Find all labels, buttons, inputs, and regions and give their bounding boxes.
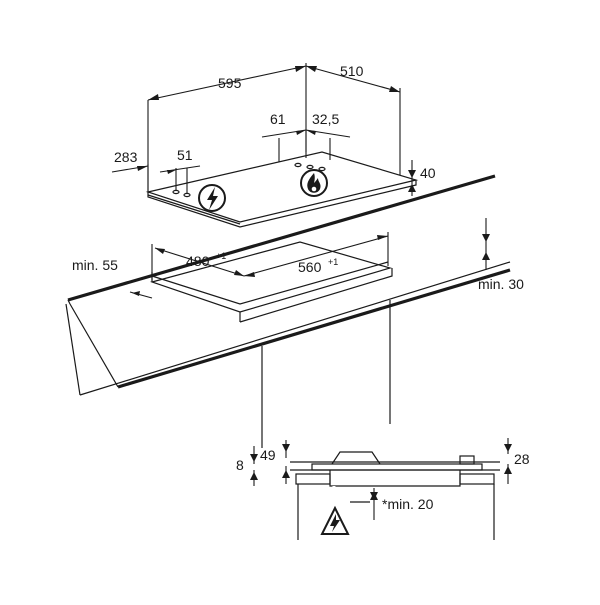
worktop [65, 174, 511, 396]
dim-480-label: 480 [186, 253, 210, 269]
hob-drawing [145, 151, 419, 228]
dim-283-label: 283 [114, 149, 138, 165]
cabinet [261, 300, 391, 448]
dim-min-30-label: min. 30 [478, 276, 524, 292]
dim-510-label: 510 [340, 63, 364, 79]
dim-28-label: 28 [514, 451, 530, 467]
warning-icon [320, 505, 350, 535]
knob [306, 164, 314, 170]
knob [318, 166, 326, 172]
dim-61-label: 61 [270, 111, 286, 127]
knob [172, 189, 180, 195]
dim-min-20-label: *min. 20 [382, 496, 434, 512]
knob [183, 192, 191, 198]
cutout: min. 55 480 +1 560 +1 min. 30 [72, 218, 524, 323]
dim-min-55-label: min. 55 [72, 257, 118, 273]
cross-section: 8 49 28 *min. 20 [236, 438, 530, 540]
dim-560-label: 560 [298, 259, 322, 275]
dim-32-5-label: 32,5 [312, 111, 339, 127]
dim-51-label: 51 [177, 147, 193, 163]
dim-49-label: 49 [260, 447, 276, 463]
hob-edge-inner [147, 194, 241, 225]
dim-560-tolerance: +1 [328, 257, 338, 267]
hob-dimensions: 595 510 61 32,5 283 51 40 [111, 63, 436, 196]
electric-hazard-icon [198, 184, 226, 212]
dim-8-label: 8 [236, 457, 244, 473]
hob-front-edge [147, 180, 417, 228]
dim-40-label: 40 [420, 165, 436, 181]
dim-595-label: 595 [218, 75, 242, 91]
cutout-opening [149, 241, 393, 313]
knob [294, 162, 302, 168]
gas-flame-icon [300, 169, 328, 197]
dim-480-tolerance: +1 [216, 251, 226, 261]
